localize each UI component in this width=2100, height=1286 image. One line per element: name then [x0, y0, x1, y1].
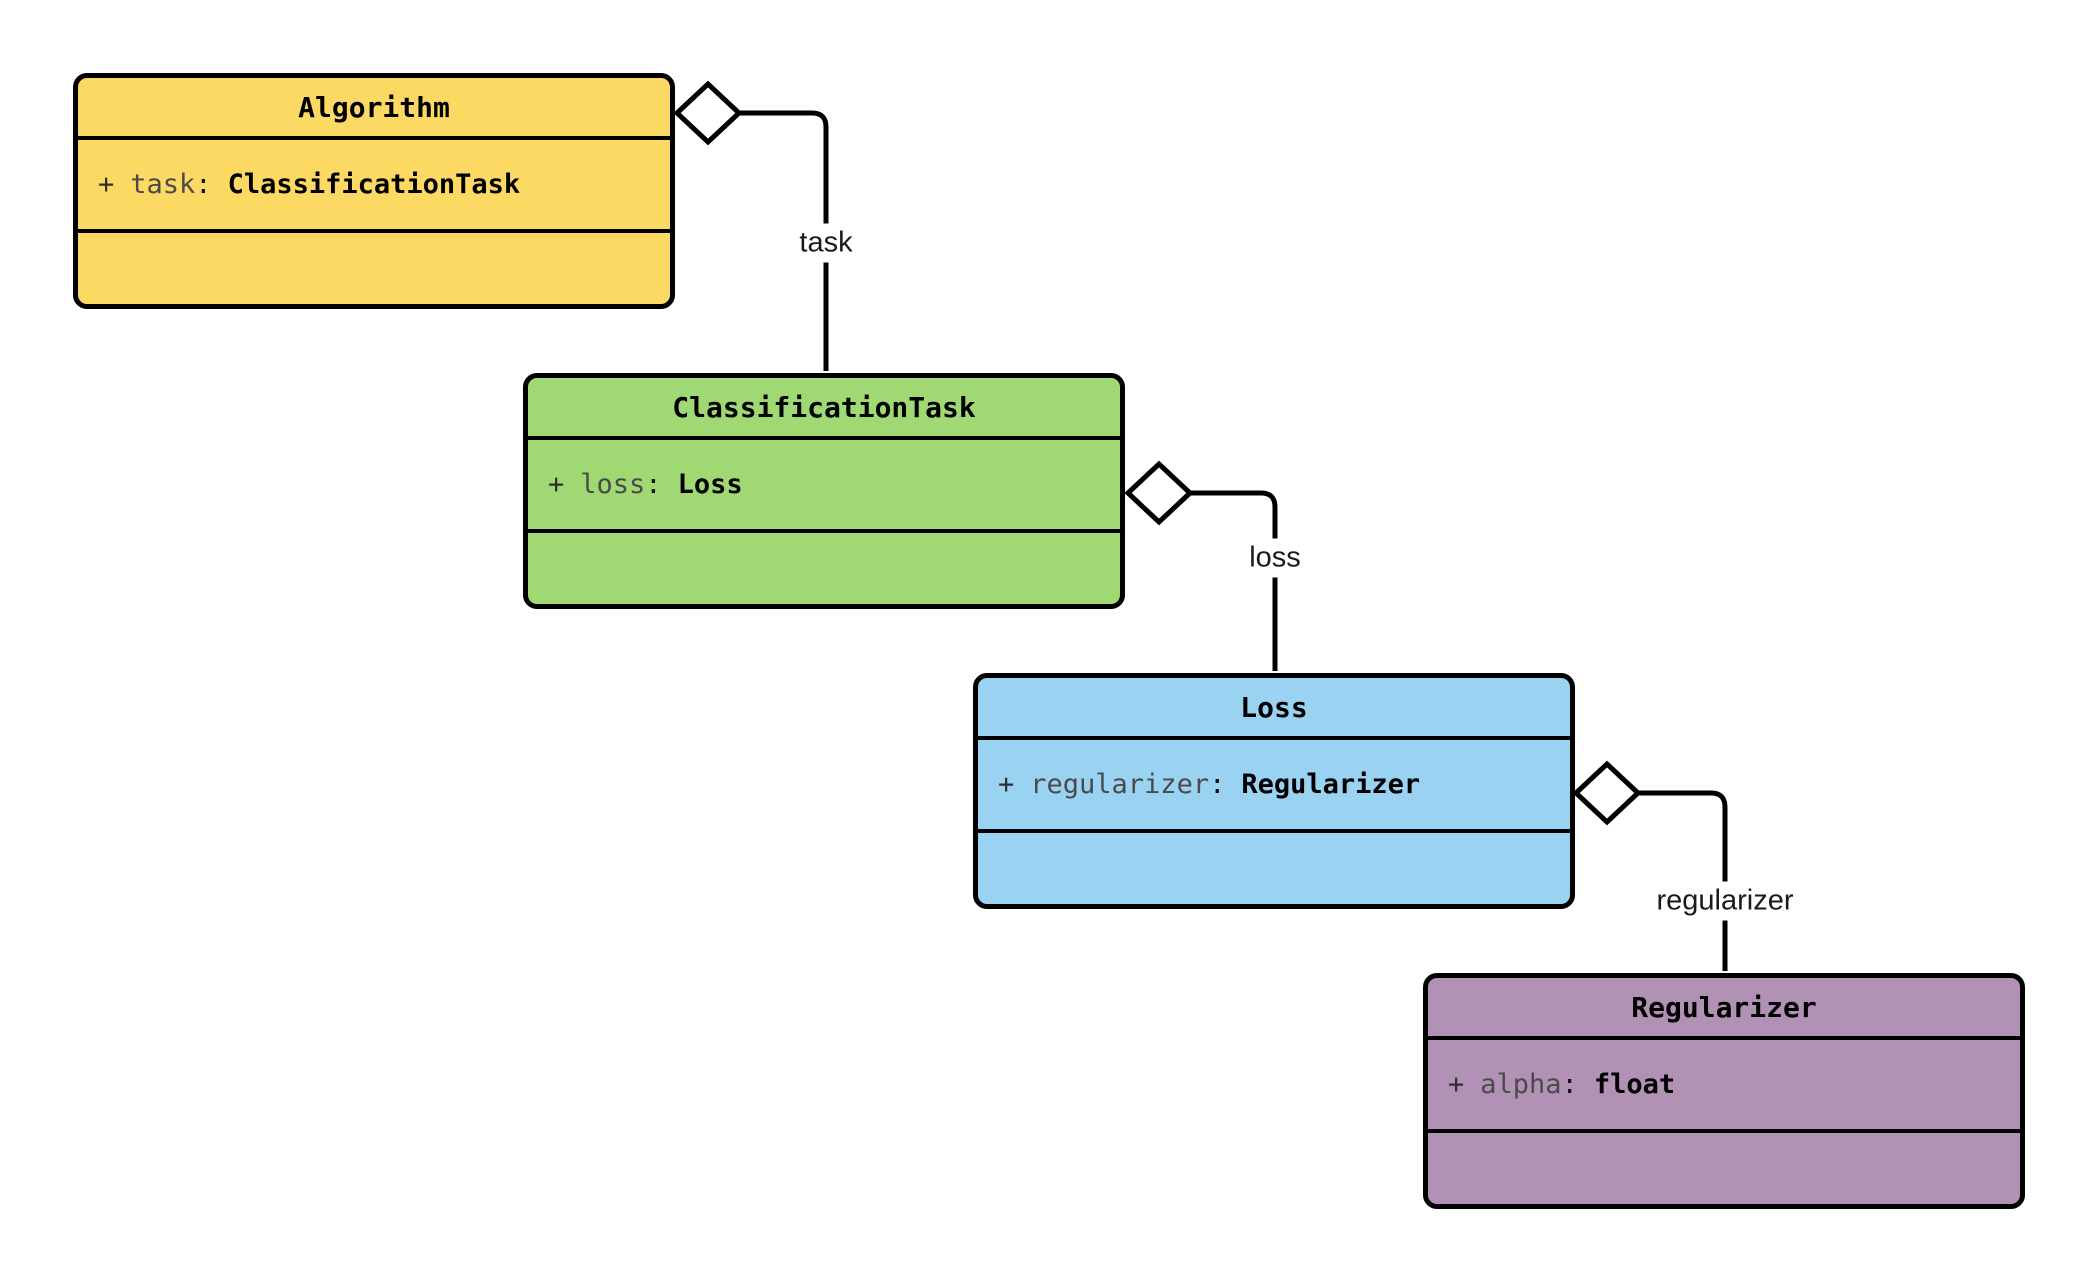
aggregation-diamond-icon	[1124, 460, 1194, 526]
class-box-regularizer: Regularizer + alpha : float	[1423, 973, 2025, 1209]
attribute-type: Loss	[677, 469, 743, 500]
edge-label-task: task	[787, 223, 865, 263]
attribute-separator: :	[1561, 1069, 1578, 1100]
aggregation-diamond-icon	[1572, 760, 1642, 826]
attribute-visibility: +	[98, 169, 115, 200]
edge-label-loss: loss	[1237, 538, 1313, 578]
attribute-visibility: +	[1448, 1069, 1465, 1100]
edge-label-regularizer: regularizer	[1644, 881, 1806, 921]
class-title: Loss	[978, 678, 1570, 740]
attribute-name: alpha	[1480, 1069, 1562, 1100]
attribute-name: task	[130, 169, 196, 200]
class-methods-compartment	[978, 833, 1570, 899]
attribute-type: float	[1593, 1069, 1676, 1100]
class-methods-compartment	[528, 533, 1120, 599]
class-attributes-compartment: + alpha : float	[1428, 1040, 2020, 1133]
class-title: Algorithm	[78, 78, 670, 140]
class-attributes-compartment: + loss : Loss	[528, 440, 1120, 533]
class-methods-compartment	[78, 233, 670, 299]
class-box-loss: Loss + regularizer : Regularizer	[973, 673, 1575, 909]
attribute-visibility: +	[548, 469, 565, 500]
class-box-algorithm: Algorithm + task : ClassificationTask	[73, 73, 675, 309]
class-box-classificationtask: ClassificationTask + loss : Loss	[523, 373, 1125, 609]
attribute-type: Regularizer	[1241, 769, 1421, 800]
class-attributes-compartment: + regularizer : Regularizer	[978, 740, 1570, 833]
attribute-name: regularizer	[1030, 769, 1210, 800]
attribute-separator: :	[195, 169, 212, 200]
attribute-name: loss	[580, 469, 646, 500]
attribute-visibility: +	[998, 769, 1015, 800]
attribute-separator: :	[645, 469, 662, 500]
class-methods-compartment	[1428, 1133, 2020, 1199]
aggregation-diamond-icon	[673, 80, 743, 146]
edge-loss-connector	[1190, 490, 1278, 671]
class-attributes-compartment: + task : ClassificationTask	[78, 140, 670, 233]
class-title: Regularizer	[1428, 978, 2020, 1040]
attribute-type: ClassificationTask	[227, 169, 521, 200]
class-title: ClassificationTask	[528, 378, 1120, 440]
attribute-separator: :	[1209, 769, 1226, 800]
